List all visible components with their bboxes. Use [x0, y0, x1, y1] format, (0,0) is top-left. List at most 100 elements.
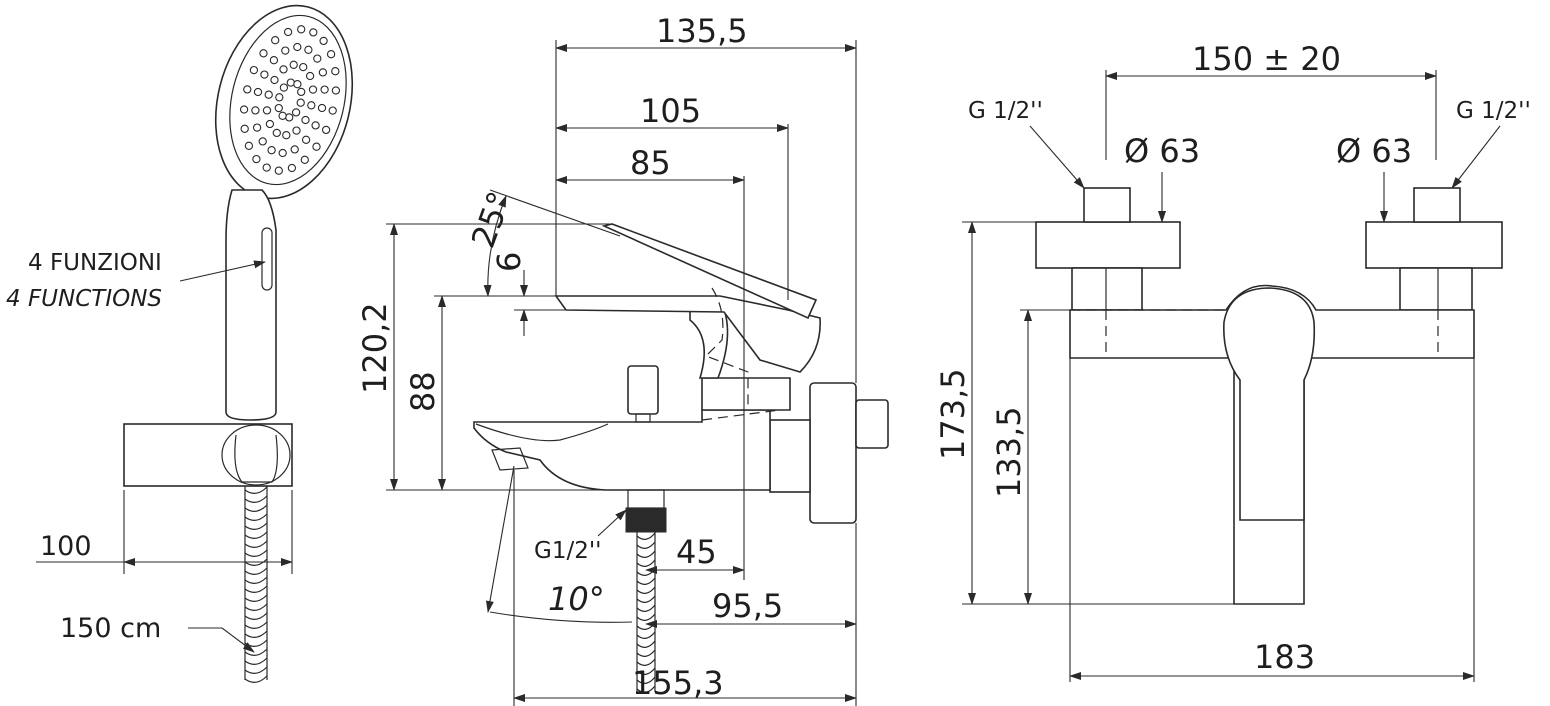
hose-coil [636, 559, 656, 567]
projection-label: 155,3 [632, 664, 724, 702]
lever-raised [601, 223, 818, 320]
nozzle [274, 103, 283, 113]
nozzle [304, 45, 313, 54]
hose-coil [636, 631, 656, 639]
nozzle [331, 86, 341, 95]
nozzle [279, 65, 288, 74]
lever-reach-label: 105 [640, 92, 701, 130]
connector-block [769, 419, 811, 493]
outlet-offset-label: 45 [676, 533, 717, 571]
hose-coil [636, 613, 656, 621]
lever-angle-arc [483, 195, 507, 297]
nozzle [285, 113, 294, 122]
wall-holder [123, 423, 293, 487]
outlet-depth-label: 95,5 [712, 587, 783, 625]
centres-label: 150 ± 20 [1192, 40, 1341, 78]
nozzle [309, 28, 318, 37]
height-total-front-label: 173,5 [934, 368, 972, 460]
nozzle [240, 124, 249, 133]
hose-coil [244, 549, 268, 557]
hose-coil [636, 685, 656, 693]
width-label: 183 [1254, 638, 1315, 676]
hose-coil [636, 676, 656, 684]
hose-coil [244, 666, 268, 674]
inlet-stub [855, 399, 889, 449]
nozzle [278, 111, 287, 120]
outlet-neck [627, 489, 665, 509]
nozzle [251, 106, 260, 115]
nozzle [282, 131, 291, 140]
hose-coil [636, 541, 656, 549]
hidden-cartridge [704, 287, 749, 410]
hose-coil [244, 504, 268, 512]
nozzle [291, 108, 301, 117]
hand-shower-view: 4 FUNZIONI 4 FUNCTIONS 100 150 cm [6, 4, 354, 683]
spout-angle-label: 10° [548, 580, 605, 618]
mixer-body [473, 409, 771, 491]
nozzle [296, 98, 305, 107]
pipe-right [1413, 187, 1461, 223]
nozzle [244, 141, 254, 150]
hose-leader-2 [221, 627, 255, 653]
hose-coil [636, 640, 656, 648]
hose-coil [244, 513, 268, 521]
lever-offset-label: 6 [490, 252, 528, 272]
nozzle [253, 87, 263, 97]
nozzle [326, 50, 336, 59]
hose-coil [244, 540, 268, 548]
nozzle [293, 80, 302, 89]
nozzle [319, 36, 328, 46]
hose-coil [244, 576, 268, 584]
nozzle [243, 85, 252, 94]
nozzle [300, 155, 309, 164]
outlet-thread-leader [597, 509, 627, 537]
hose-coil [636, 658, 656, 666]
cover-left-label: Ø 63 [1124, 132, 1200, 170]
nut-right [1399, 267, 1473, 311]
nozzle [249, 65, 259, 75]
cover-right-label: Ø 63 [1336, 132, 1412, 170]
nozzle [262, 106, 272, 115]
nozzle [287, 163, 297, 173]
hose-coil [244, 612, 268, 620]
nozzle [317, 103, 327, 113]
nozzle [281, 46, 290, 55]
hose-coil [244, 567, 268, 575]
nozzle [260, 70, 269, 79]
nozzle [259, 49, 268, 58]
thread-right-leader [1451, 125, 1501, 189]
holder-cup [234, 434, 278, 483]
hidden-body [701, 409, 781, 421]
hose-coil [244, 657, 268, 665]
wall-flange [809, 382, 857, 524]
height-body-label: 88 [404, 371, 442, 412]
cover-right [1365, 221, 1503, 269]
hose-coil [244, 531, 268, 539]
lever [554, 295, 821, 373]
nozzle [279, 83, 289, 92]
nozzle [270, 75, 279, 85]
outlet-nut [625, 507, 667, 533]
nozzle [307, 101, 316, 110]
thread-left-leader [1029, 125, 1085, 189]
nozzle [320, 85, 329, 94]
hose-length-label: 150 cm [60, 613, 161, 644]
nozzle [239, 105, 249, 114]
hose-coil [244, 675, 268, 683]
height-total-label: 120,2 [356, 302, 394, 394]
outlet-hose [636, 532, 656, 693]
spout-outlet [491, 447, 529, 471]
nozzle [267, 146, 276, 155]
front-lever [1223, 287, 1316, 521]
nozzle [312, 142, 321, 151]
nozzle [305, 71, 315, 81]
nozzle [290, 145, 299, 154]
hose-coil [244, 486, 268, 494]
nozzle [328, 106, 337, 115]
spout-angle-arc [489, 611, 633, 623]
spray-nozzles [239, 25, 341, 175]
nozzle [331, 67, 340, 76]
nozzle [308, 85, 318, 94]
shower-face [229, 14, 347, 186]
hose-coil [244, 495, 268, 503]
